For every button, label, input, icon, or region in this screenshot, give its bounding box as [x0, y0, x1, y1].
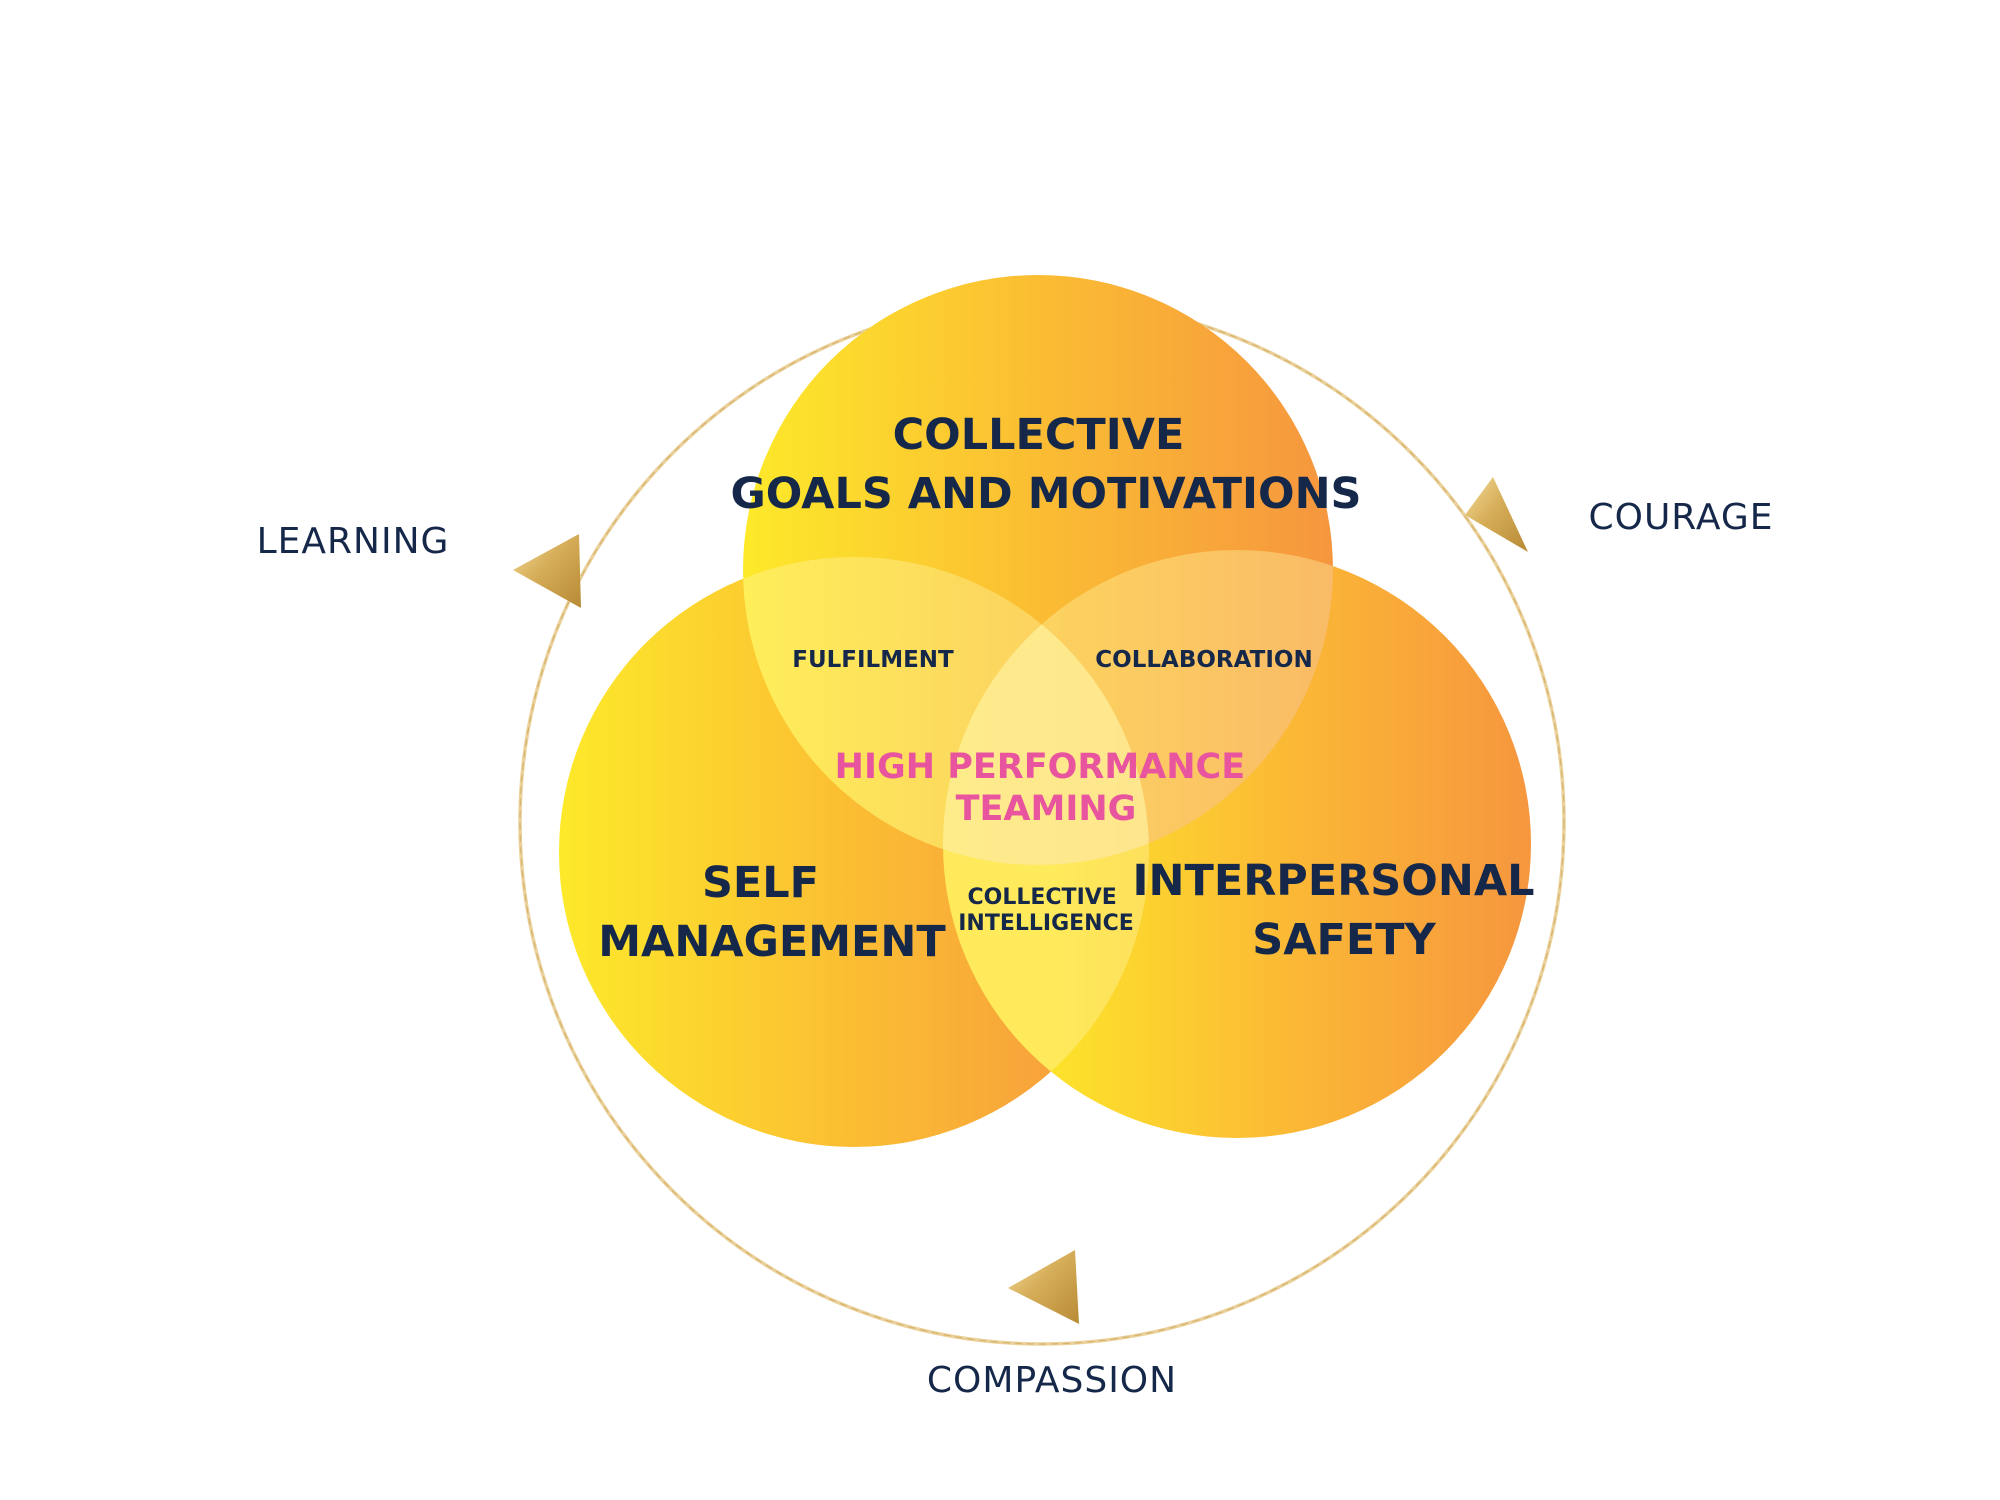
center-label: HIGH PERFORMANCE TEAMING: [835, 747, 1258, 829]
overlap-label-fulfilment: FULFILMENT: [792, 647, 954, 673]
circle-collective-goals: [743, 275, 1333, 865]
arrow-courage-icon: [1465, 477, 1528, 552]
overlap-label-collective-intelligence: COLLECTIVE INTELLIGENCE: [958, 885, 1134, 936]
cycle-label-compassion: COMPASSION: [927, 1360, 1177, 1401]
arrow-compassion-icon: [1008, 1250, 1079, 1324]
cycle-ring-shimmer: [519, 299, 1565, 1345]
set-label-top: COLLECTIVE GOALS AND MOTIVATIONS: [730, 410, 1361, 519]
cycle-label-courage: COURAGE: [1588, 497, 1773, 538]
arrow-learning-icon: [513, 534, 581, 608]
set-label-right: INTERPERSONAL SAFETY: [1133, 856, 1550, 965]
cycle-label-learning: LEARNING: [257, 521, 450, 562]
overlap-label-collaboration: COLLABORATION: [1095, 647, 1312, 673]
set-label-left: SELF MANAGEMENT: [598, 858, 946, 967]
